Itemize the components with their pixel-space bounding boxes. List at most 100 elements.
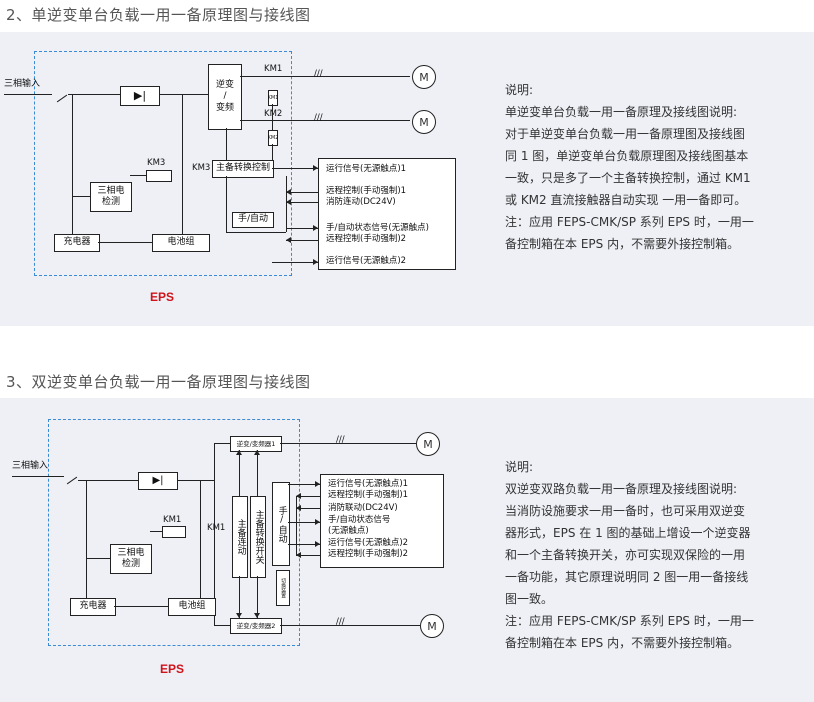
km2-label: KM2 [264, 109, 283, 119]
km3-coil [146, 170, 172, 182]
output-line-1 [280, 443, 416, 444]
section1-panel: 三相输入 ▶| 逆变 / 变频 KM1 KM2 /// /// M M KM1 … [0, 32, 814, 326]
signal-6: 运行信号(无源触点)2 [326, 256, 407, 266]
eps-label: EPS [160, 662, 185, 676]
input-label: 三相输入 [12, 461, 49, 471]
rectifier-box: ▶| [120, 86, 160, 106]
main-switch-box: 主备转换控制 [212, 160, 274, 178]
section1-description: 说明: 单逆变单台负载一用一备原理及接线图说明: 对于单逆变单台负载一用一备原理… [505, 79, 754, 255]
motor-2: M [412, 110, 436, 134]
manual-auto-label: 手/自动 [276, 505, 287, 543]
phase-mark-2: /// [336, 617, 345, 627]
arrow-6 [313, 259, 318, 265]
battery-box: 电池组 [152, 234, 210, 252]
main-link-box: 主备连动 [232, 496, 248, 578]
section2-heading: 3、双逆变单台负载一用一备原理图与接线图 [6, 373, 311, 391]
inv-bus [214, 443, 215, 625]
phase-mark-1: /// [336, 435, 345, 445]
km1-label: KM1 [207, 523, 226, 533]
arrow-6 [296, 552, 301, 558]
conn-1 [288, 484, 320, 485]
switch-drop [226, 176, 227, 232]
desc-line: 器形式，EPS 在 1 图的基础上增设一个逆变器 [505, 526, 751, 540]
rectifier-box: ▶| [138, 472, 178, 490]
conn-5 [288, 544, 320, 545]
ctrl-bottom [226, 232, 286, 233]
conn-5 [286, 240, 318, 241]
km1-label: KM1 [264, 64, 283, 74]
km3-drop [182, 94, 183, 232]
signal-5: (无源触点) [328, 526, 369, 536]
km1-coil-label: KM1 [163, 515, 182, 525]
charger-battery-line [114, 606, 168, 607]
signal-4: 手/自动状态信号 [328, 515, 391, 525]
desc-line: 注：应用 FEPS-CMK/SP 系列 EPS 时，一用一 [505, 614, 754, 628]
inv-to-switch [226, 128, 227, 160]
conn-1 [272, 168, 318, 169]
signal-2: 远程控制(手动强制)1 [328, 490, 409, 500]
conn-2 [296, 496, 320, 497]
signal-box [318, 158, 456, 270]
desc-line: 备控制箱在本 EPS 内，不需要外接控制箱。 [505, 237, 740, 251]
arrow-4 [313, 225, 318, 231]
arrow-4 [315, 519, 320, 525]
signal-7: 远程控制(手动强制)2 [328, 549, 409, 559]
inverter-box: 逆变 / 变频 [208, 64, 242, 130]
ctrl-right [286, 176, 287, 232]
section2-panel: 三相输入 ▶| 逆变/变频器1 逆变/变频器2 /// /// M M 主备连动… [0, 398, 814, 702]
km2-coil: KM2 [268, 130, 278, 146]
desc-line: 当消防设施要求一用一备时，也可采用双逆变 [505, 504, 746, 518]
main-link-label: 主备连动 [235, 519, 246, 555]
km1-coil: KM1 [268, 90, 278, 106]
km1-link [150, 531, 162, 532]
conn-6 [296, 555, 320, 556]
battery-box: 电池组 [168, 598, 216, 616]
signal-3: 消防联动(DC24V) [328, 503, 398, 513]
arrow-up-1 [236, 450, 242, 455]
conn-2 [286, 192, 318, 193]
section2-description: 说明: 双逆变双路负载一用一备原理及接线图说明: 当消防设施要求一用一备时，也可… [505, 456, 754, 654]
km1-drop [200, 480, 201, 600]
input-line [12, 476, 64, 477]
phase-mark-1: /// [314, 69, 323, 79]
conn-3 [286, 202, 318, 203]
arrow-2 [296, 493, 301, 499]
desc-line: 同 1 图，单逆变单台负载原理图及接线图基本 [505, 149, 749, 163]
desc-line: 对于单逆变单台负载一用一备原理图及接线图 [505, 127, 746, 141]
arrow-down-1 [236, 613, 242, 618]
signal-4: 手/自动状态信号(无源触点) [326, 223, 429, 233]
conn-6 [272, 262, 318, 263]
inv1-in [214, 443, 230, 444]
arrow-3 [296, 505, 301, 511]
arrow-2 [286, 189, 291, 195]
desc-line: 备控制箱在本 EPS 内，不需要外接控制箱。 [505, 636, 740, 650]
arrow-up-2 [254, 450, 260, 455]
eps-boundary [34, 51, 292, 276]
output-line-2 [240, 120, 410, 121]
signal-1: 运行信号(无源触点)1 [328, 479, 409, 489]
link-down [239, 576, 240, 618]
km3-link [130, 175, 146, 176]
manual-auto-box: 手/自动 [272, 482, 290, 566]
arrow-5 [315, 541, 320, 547]
conn-3 [296, 508, 320, 509]
inv2-in [214, 625, 230, 626]
main-switch-box: 主备转换开关 [250, 496, 266, 578]
desc-line: 单逆变单台负载一用一备原理及接线图说明: [505, 105, 738, 119]
coil-link [272, 104, 273, 130]
eps-label: EPS [150, 290, 175, 304]
desc-line: 一致，只是多了一个主备转换控制，通过 KM1 [505, 171, 751, 185]
signal-1: 运行信号(无源触点)1 [326, 164, 407, 174]
detect-link [72, 196, 90, 197]
desc-line: 和一个主备转换开关，亦可实现双保险的一用 [505, 548, 746, 562]
input-line [4, 94, 52, 95]
detect-box: 三相电 检测 [90, 182, 132, 212]
charger-battery-line [98, 242, 152, 243]
charger-box: 充电器 [70, 598, 116, 616]
left-drop [72, 94, 73, 236]
signal-5: 远程控制(手动强制)2 [326, 234, 407, 244]
motor-1: M [412, 65, 436, 89]
conn-4 [286, 228, 318, 229]
desc-line: 注：应用 FEPS-CMK/SP 系列 EPS 时，一用一 [505, 215, 754, 229]
km3-coil-label: KM3 [147, 158, 166, 168]
